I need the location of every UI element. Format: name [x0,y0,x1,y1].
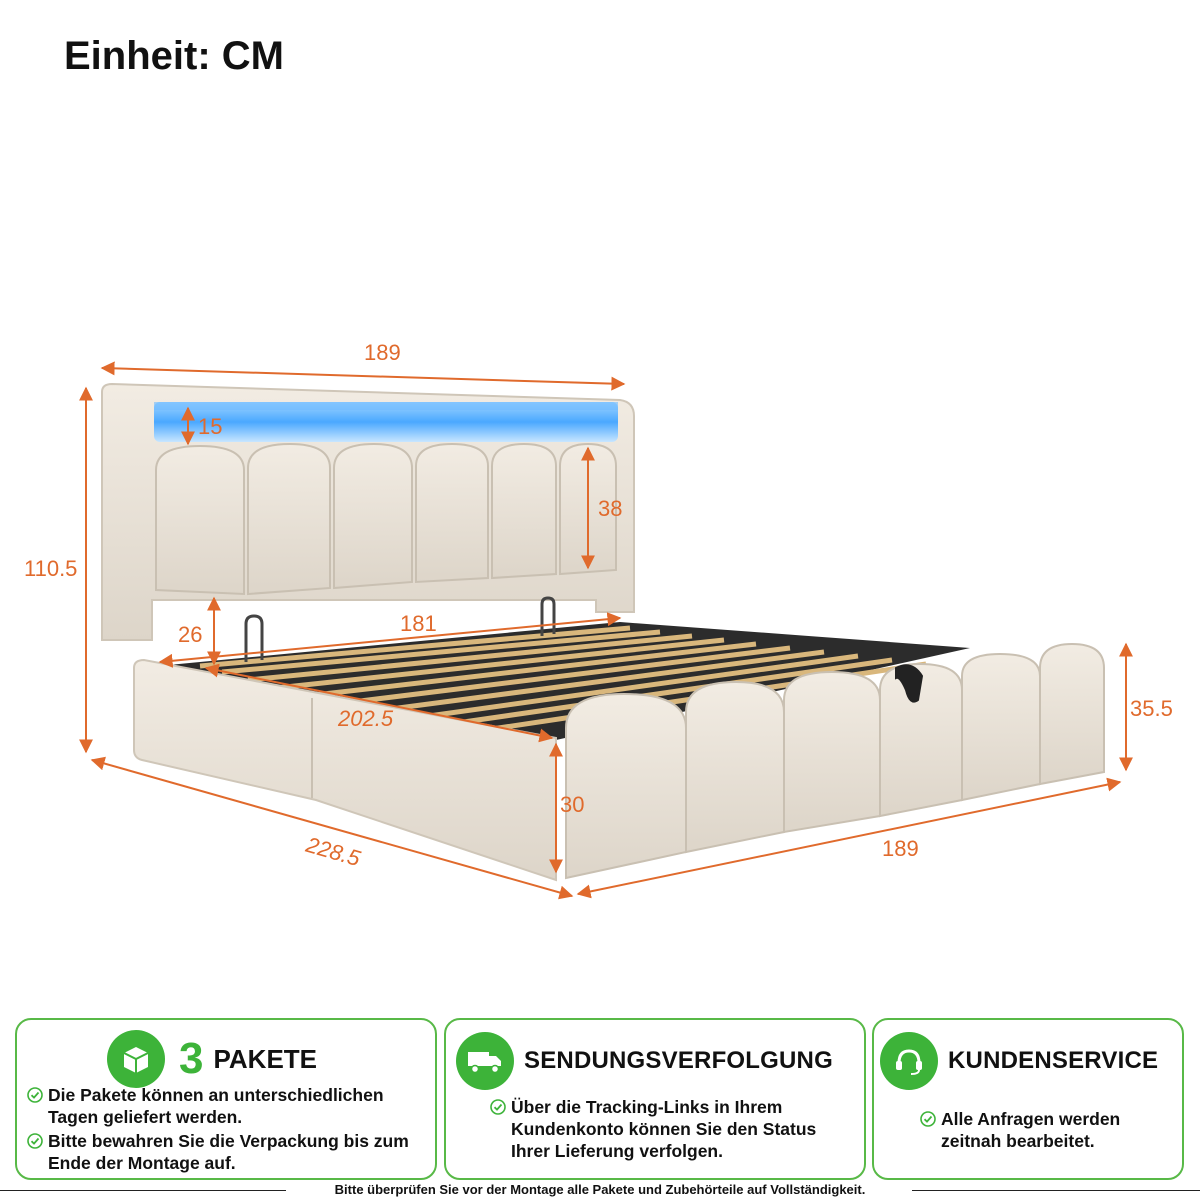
footer: Bitte überprüfen Sie vor der Montage all… [0,1180,1200,1200]
dim-total-width: 189 [882,836,919,861]
dim-frame-height: 35.5 [1130,696,1173,721]
footer-note: Bitte überprüfen Sie vor der Montage all… [334,1182,866,1197]
tracking-title: SENDUNGSVERFOLGUNG [524,1047,833,1074]
list-item: Über die Tracking-Links in Ihrem Kundenk… [490,1096,850,1162]
check-icon [27,1087,43,1103]
service-card: KUNDENSERVICE Alle Anfragen werden zeitn… [872,1018,1184,1180]
tracking-card: SENDUNGSVERFOLGUNG Über die Tracking-Lin… [444,1018,866,1180]
list-item: Die Pakete können an unterschiedlichen T… [27,1084,435,1128]
package-icon [107,1030,165,1088]
dim-headboard-width: 189 [364,340,401,365]
lift-strap [895,664,924,703]
dim-total-height: 110.5 [24,556,77,581]
check-icon [27,1133,43,1149]
check-icon [490,1099,506,1115]
package-count: 3 [179,1034,204,1083]
dim-led-strip: 15 [198,414,222,439]
headboard-panels [155,442,617,596]
headset-icon [880,1032,938,1090]
dim-panel-height: 38 [598,496,622,521]
dim-clearance: 26 [178,622,202,647]
list-item: Alle Anfragen werden zeitnah bearbeitet. [920,1108,1170,1152]
dim-side-height: 30 [560,792,584,817]
dim-inner-width: 181 [400,611,437,636]
dimension-labels: 189 15 38 110.5 181 26 202.5 35.5 30 228… [24,340,1173,871]
check-icon [920,1111,936,1127]
led-strip [154,402,618,442]
truck-icon [456,1032,514,1090]
service-title: KUNDENSERVICE [948,1047,1159,1074]
dim-total-length: 228.5 [302,832,364,872]
packages-title: PAKETE [213,1043,318,1074]
bed-dimension-diagram: 189 15 38 110.5 181 26 202.5 35.5 30 228… [24,340,1173,900]
list-item: Bitte bewahren Sie die Verpackung bis zu… [27,1130,435,1174]
dimension-lines [79,361,1133,900]
packages-card: 3 PAKETE Die Pakete können an unterschie… [15,1018,437,1180]
dim-inner-length: 202.5 [337,706,394,731]
unit-title: Einheit: CM [64,34,284,78]
lift-handle-left [244,614,264,662]
lift-handle-right [540,596,556,636]
